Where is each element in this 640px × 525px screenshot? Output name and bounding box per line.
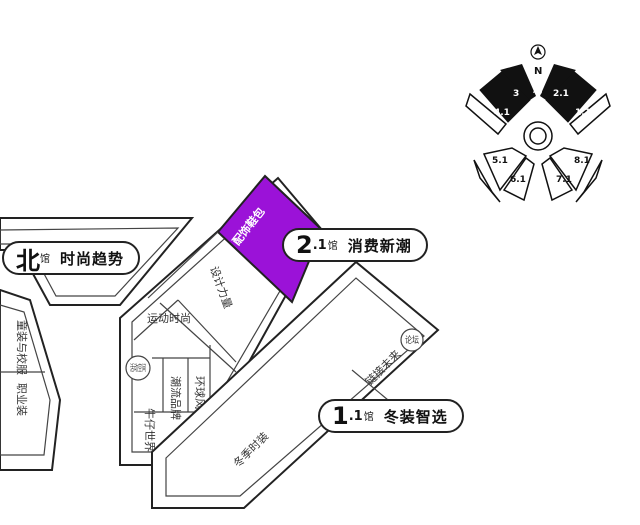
hall-2-1-num: 2 — [296, 231, 313, 259]
hall-1-1-num: 1 — [332, 402, 349, 430]
hall-2-1-guan: 馆 — [327, 241, 338, 252]
zone-yundong-label: 运动时尚 — [147, 311, 191, 325]
small-circle-activity[interactable] — [125, 355, 151, 381]
hall-1-1-guan: 馆 — [363, 412, 374, 423]
minimap-label-6-1: 6.1 — [510, 175, 526, 185]
north-hall-num: 北 — [16, 246, 40, 275]
compass-north-letter: N — [534, 66, 542, 77]
minimap-label-3: 3 — [513, 89, 519, 99]
hall-2-1-name: 消费新潮 — [347, 236, 412, 255]
minimap-label-8-1: 8.1 — [574, 156, 590, 166]
hall-1-1-sub: .1 — [348, 408, 363, 424]
north-arrow-icon — [530, 44, 546, 60]
hall-2-1-partitions — [133, 231, 237, 413]
zone-zhiyezhuang-label: 职业装 — [15, 383, 28, 416]
minimap: N — [465, 44, 611, 203]
hall-1-1-label[interactable]: 1 .1 馆 冬装智选 — [318, 399, 464, 433]
north-hall-guan: 馆 — [40, 254, 50, 265]
zone-chaoliu-label: 潮流品牌 — [169, 376, 183, 420]
minimap-label-2-1: 2.1 — [553, 89, 569, 99]
left-hall-section[interactable] — [0, 288, 62, 471]
north-hall-label[interactable]: 北 馆 时尚趋势 — [2, 241, 141, 275]
zone-niuzai-label: 牛仔世界 — [143, 408, 157, 452]
minimap-label-4-1: 4.1 — [494, 108, 510, 118]
minimap-label-7-1: 7.1 — [556, 175, 572, 185]
minimap-label-1-1: 1.1 — [575, 108, 591, 118]
minimap-label-5-1: 5.1 — [492, 156, 508, 166]
minimap-label-north: 北 — [533, 84, 542, 96]
north-hall-name: 时尚趋势 — [60, 249, 125, 268]
small-circle-forum-label: 论坛 — [405, 334, 419, 346]
small-circle-activity-label: 活动空间 — [130, 362, 146, 374]
hall-2-1-label[interactable]: 2 .1 馆 消费新潮 — [282, 228, 428, 262]
zone-tongzhuang-label: 童装与校服 — [15, 320, 29, 375]
small-circle-forum[interactable] — [400, 328, 424, 352]
hall-1-1-name: 冬装智选 — [383, 407, 448, 426]
hall-2-1-sub: .1 — [312, 237, 327, 253]
